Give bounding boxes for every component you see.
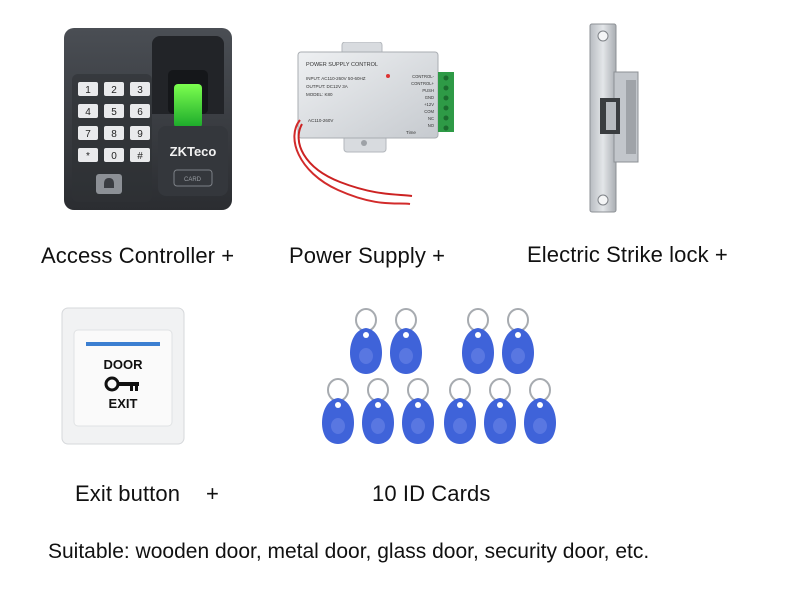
caption-strike-lock: Electric Strike lock + [527, 242, 728, 267]
ps-ac: AC110-260V [308, 118, 333, 123]
ps-terminal-label: +12V [424, 102, 434, 107]
ps-terminal-label: COM [424, 109, 434, 114]
brand-logo: ZKTeco [170, 144, 217, 159]
id-card-fob [390, 308, 422, 374]
id-card-fob [502, 308, 534, 374]
svg-text:2: 2 [111, 85, 117, 96]
svg-text:9: 9 [137, 129, 143, 140]
id-card-fob [484, 378, 516, 444]
ps-time-label: Time [406, 130, 416, 135]
svg-text:5: 5 [111, 107, 117, 118]
keypad-key: 3 [130, 82, 150, 96]
key-icon [104, 376, 139, 392]
ps-title: POWER SUPPLY CONTROL [306, 62, 378, 68]
svg-text:3: 3 [137, 85, 143, 96]
keypad-key: 5 [104, 104, 124, 118]
id-cards-image [316, 304, 556, 444]
ps-model: MODEL: K80 [306, 92, 333, 97]
ps-terminal-label: CONTROL+ [411, 81, 434, 86]
ps-terminal-label: CONTROL- [412, 74, 434, 79]
keypad-key: 9 [130, 126, 150, 140]
svg-text:1: 1 [85, 85, 91, 96]
svg-text:4: 4 [85, 107, 91, 118]
id-card-fob [524, 378, 556, 444]
ps-terminal-label: PUSH [422, 88, 434, 93]
access-controller-image: 1 2 3 4 5 6 7 8 9 * 0 # ZKTeco CARD [62, 26, 234, 212]
ps-terminal-label: NC [428, 116, 434, 121]
keypad-key: 6 [130, 104, 150, 118]
id-cards-graphic [322, 308, 556, 444]
ps-input: INPUT: AC110-260V 50-60HZ [306, 76, 366, 81]
keypad-key: 0 [104, 148, 124, 162]
caption-exit-button-plus: + [206, 481, 219, 506]
strike-lock-image [586, 22, 646, 214]
ps-terminal-label: GND [425, 95, 434, 100]
keypad-key: # [130, 148, 150, 162]
exit-button-image: DOOR EXIT [60, 306, 186, 446]
id-card-fob [362, 378, 394, 444]
keypad-key: 1 [78, 82, 98, 96]
exit-button-door-text: DOOR [104, 357, 144, 372]
svg-text:7: 7 [85, 129, 91, 140]
id-card-fob [402, 378, 434, 444]
keypad-key: 4 [78, 104, 98, 118]
svg-text:6: 6 [137, 107, 143, 118]
caption-exit-button: Exit button [75, 481, 181, 506]
access-controller-graphic: 1 2 3 4 5 6 7 8 9 * 0 # ZKTeco CARD [64, 28, 232, 210]
svg-text:*: * [86, 151, 90, 162]
ps-terminal-label: NO [428, 123, 435, 128]
id-card-fob [322, 378, 354, 444]
svg-text:0: 0 [111, 151, 117, 162]
exit-button-graphic: DOOR EXIT [61, 307, 185, 445]
card-label: CARD [184, 177, 202, 183]
caption-access-controller: Access Controller + [41, 243, 235, 268]
id-card-fob [350, 308, 382, 374]
id-card-fob [444, 378, 476, 444]
keypad-key: 7 [78, 126, 98, 140]
svg-text:8: 8 [111, 129, 117, 140]
power-supply-graphic: POWER SUPPLY CONTROL INPUT: AC110-260V 5… [293, 41, 454, 205]
caption-id-cards: 10 ID Cards [372, 481, 491, 506]
exit-button-exit-text: EXIT [109, 396, 138, 411]
suitable-doors-text: Suitable: wooden door, metal door, glass… [48, 540, 650, 563]
caption-power-supply: Power Supply + [289, 243, 446, 268]
keypad-key: * [78, 148, 98, 162]
power-supply-image: POWER SUPPLY CONTROL INPUT: AC110-260V 5… [288, 41, 460, 212]
svg-text:#: # [137, 151, 143, 162]
strike-lock-graphic [589, 23, 639, 213]
ps-output: OUTPUT: DC12V 3A [306, 84, 348, 89]
keypad-key: 8 [104, 126, 124, 140]
keypad-key: 2 [104, 82, 124, 96]
id-card-fob [462, 308, 494, 374]
